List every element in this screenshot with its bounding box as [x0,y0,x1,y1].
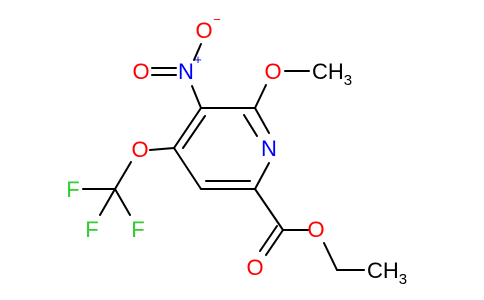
fluorine-bottom-left-label: F [85,217,98,242]
bond-c6-carbonyl-c [254,188,284,231]
methoxy-methyl-label: CH3 [312,59,352,89]
methoxy-oxygen-label: O [264,59,281,84]
carbonyl-oxygen-label: O [246,255,263,280]
methoxy-bonds [254,70,310,109]
pyridine-ring [173,107,270,190]
bond-ocf3-o-cf3 [114,161,132,190]
nitro-minus-charge: − [213,12,221,27]
bond-c4-ocf3-o [149,147,175,151]
bond-c2-methoxy-o [254,84,267,109]
bond-c4-c3-inner [182,115,206,149]
fluorine-left-label: F [66,177,79,202]
bond-n1-c6 [254,162,270,190]
bond-nitro-n-o-top [193,43,202,61]
methoxy-ch-text: CH [312,59,344,84]
bond-cf3-f-bottom-left [99,188,116,216]
nitro-plus-charge: + [194,52,202,67]
bond-cf3-f-bottom-right [114,188,131,216]
ethyl-ch-text: CH [367,258,399,283]
ester-oxygen-label: O [307,217,324,242]
bond-c2-n1 [254,107,270,134]
trifluoromethoxy-oxygen-label: O [131,137,148,162]
fluorine-bottom-right-label: F [131,217,144,242]
bond-carbonyl-c-o-1 [265,229,284,256]
ring-nitrogen-label: N [261,136,277,161]
bond-carbonyl-c-o-2 [259,225,278,252]
ester-bonds [254,188,365,271]
ethyl-subscript-3: 3 [399,271,407,288]
ethyl-methyl-label: CH3 [367,258,407,288]
bond-c4-c3 [173,107,202,149]
methoxy-subscript-3: 3 [344,72,352,89]
bond-c3-nitro-n [191,85,202,109]
trifluoromethoxy-bonds [82,147,175,216]
nitro-bonds [151,43,202,109]
nitro-oxygen-top-label: O [195,18,212,43]
bond-c2-n1-inner [243,114,258,137]
bond-c5-c4 [173,147,202,190]
bond-ester-o-ch2 [323,242,338,271]
nitro-oxygen-left-label: O [132,59,149,84]
nitro-nitrogen-label: N [178,59,194,84]
